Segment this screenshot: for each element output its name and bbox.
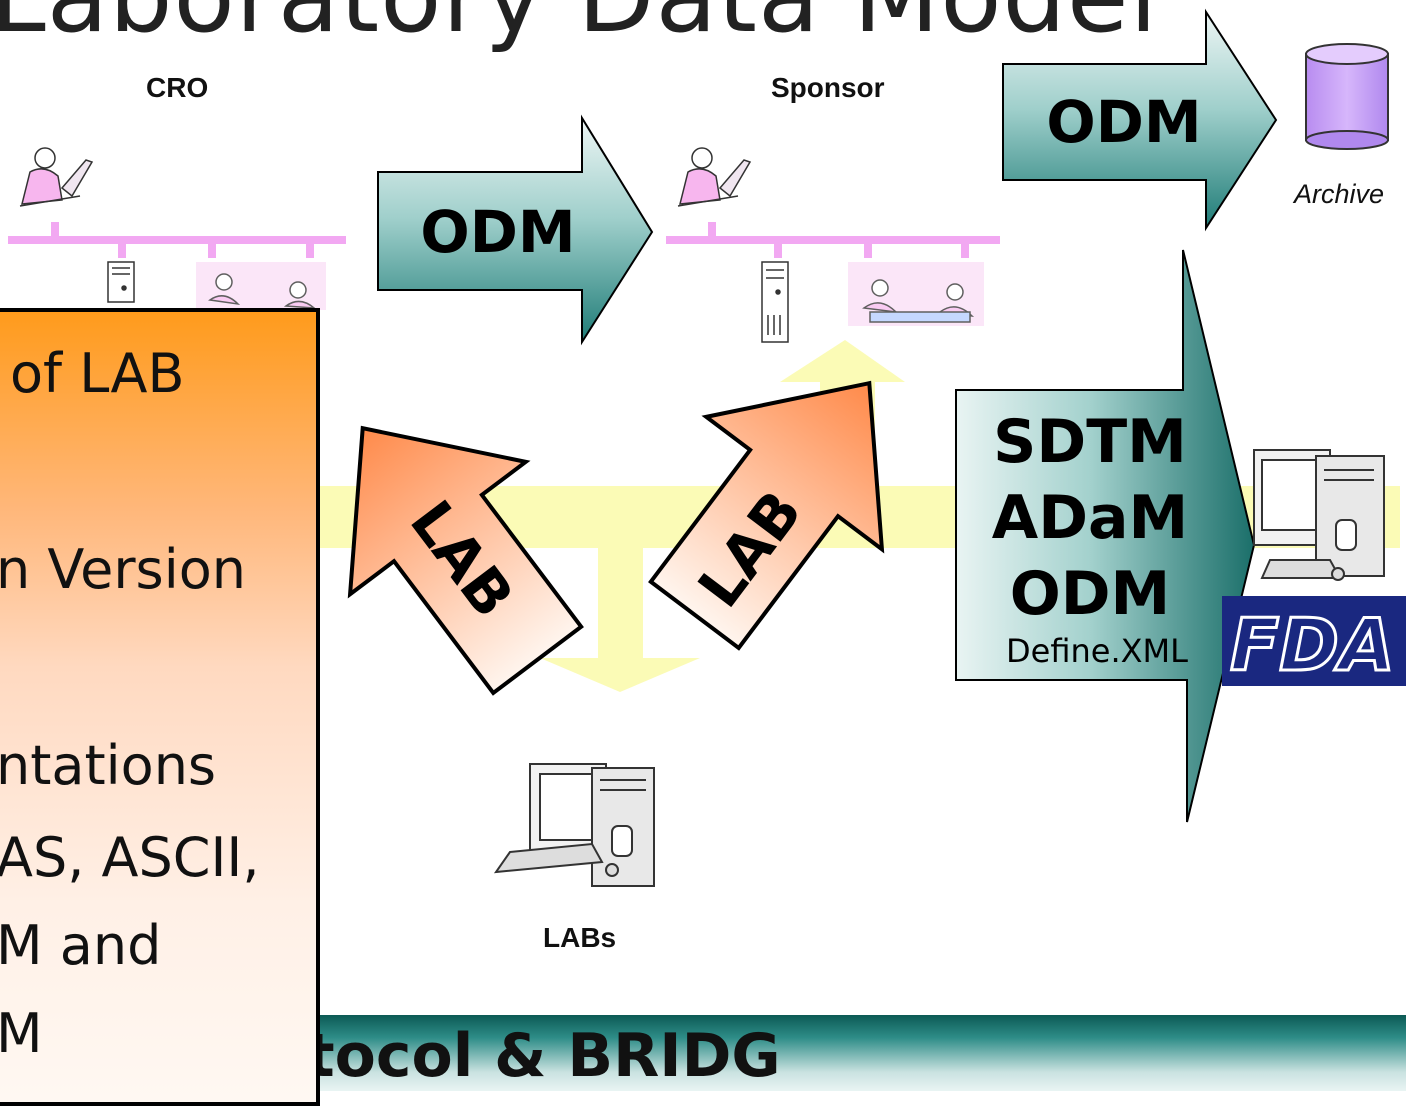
odm-label-cro-sponsor: ODM (420, 198, 576, 266)
submission-label-odm: ODM (1009, 559, 1171, 629)
odm-arrow-cro-sponsor (377, 114, 654, 346)
page-title: Laboratory Data Model (0, 0, 1158, 55)
sponsor-network (666, 222, 1000, 258)
submission-label-adam: ADaM (991, 483, 1189, 553)
bottom-banner: tocol & BRIDG (306, 1015, 1406, 1091)
submission-label-sdtm: SDTM (993, 407, 1187, 477)
popup-line-1: of LAB (10, 342, 185, 405)
fda-logo: FDA (1222, 596, 1406, 689)
lab-arrow-left (347, 425, 584, 696)
overlay-text-box: of LAB n Version ntations AS, ASCII, M a… (0, 308, 320, 1106)
cro-label: CRO (146, 72, 209, 103)
sponsor-label: Sponsor (771, 72, 885, 103)
cro-server-icon (107, 261, 135, 303)
labs-label: LABs (543, 922, 617, 953)
odm-label-sponsor-archive: ODM (1046, 88, 1202, 156)
svg-text:FDA: FDA (1230, 603, 1395, 687)
popup-line-4: AS, ASCII, (0, 826, 260, 889)
labs-computer-icon (493, 763, 655, 887)
fda-computer-icon (1253, 449, 1385, 581)
cro-user-icon (19, 147, 94, 207)
submission-arrow (955, 249, 1256, 823)
popup-line-5: M and (0, 914, 162, 977)
sponsor-server-icon (761, 261, 789, 343)
popup-line-6: M (0, 1002, 43, 1065)
archive-label: Archive (1294, 179, 1385, 209)
odm-arrow-sponsor-archive (1002, 8, 1278, 232)
popup-line-3: ntations (0, 734, 217, 797)
archive-database-icon (1305, 43, 1389, 150)
cro-network (8, 222, 346, 258)
cro-office-icon (196, 262, 326, 310)
sponsor-user-icon (677, 147, 752, 207)
submission-label-define-xml: Define.XML (1006, 632, 1188, 670)
popup-line-2: n Version (0, 538, 246, 601)
banner-text: tocol & BRIDG (306, 1021, 781, 1091)
sponsor-office-icon (848, 262, 984, 326)
lab-arrow-right (648, 380, 885, 651)
